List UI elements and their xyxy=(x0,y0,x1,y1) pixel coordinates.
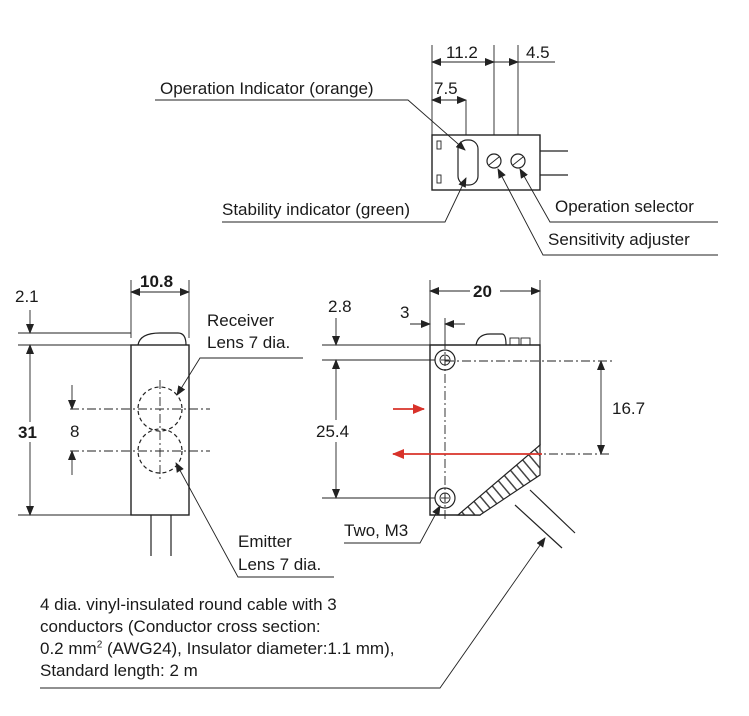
dim-4-5: 4.5 xyxy=(526,43,550,62)
cable-note-leader xyxy=(40,537,546,689)
cable-note-line3: 0.2 mm2 (AWG24), Insulator diameter:1.1 … xyxy=(40,638,510,660)
emitter-lens xyxy=(137,428,183,474)
mount-holes-label: Two, M3 xyxy=(344,521,408,540)
dim-10-8: 10.8 xyxy=(140,272,173,291)
cable-note-line3-post: (AWG24), Insulator diameter:1.1 mm), xyxy=(102,639,395,658)
stability-indicator-label: Stability indicator (green) xyxy=(222,200,410,219)
cable-note-line4: Standard length: 2 m xyxy=(40,661,198,680)
receiver-label-line1: Receiver xyxy=(207,311,274,330)
dim-2-1: 2.1 xyxy=(15,287,39,306)
operation-indicator-label: Operation Indicator (orange) xyxy=(160,79,374,98)
dim-25-4: 25.4 xyxy=(316,422,349,441)
emitter-label-line1: Emitter xyxy=(238,532,292,551)
cable-boot xyxy=(456,443,541,516)
dim-20: 20 xyxy=(473,282,492,301)
cable-note-line3-sup: 2 xyxy=(96,639,103,651)
sensor-side-body xyxy=(130,344,190,516)
dim-7-5: 7.5 xyxy=(434,79,458,98)
receiver-label-line2: Lens 7 dia. xyxy=(207,333,290,352)
dim-2-8: 2.8 xyxy=(328,297,352,316)
dim-31: 31 xyxy=(18,423,37,442)
cable-note: 4 dia. vinyl-insulated round cable with … xyxy=(40,594,510,682)
cable-note-line1: 4 dia. vinyl-insulated round cable with … xyxy=(40,595,337,614)
front-view: 20 2.8 25.4 3 xyxy=(314,280,645,549)
cable-note-line2: conductors (Conductor cross section: xyxy=(40,617,321,636)
dim-8: 8 xyxy=(70,422,79,441)
side-view: 10.8 2.1 31 8 Receiver Lens 7 dia. xyxy=(12,272,334,578)
sensitivity-adjuster-screw xyxy=(486,153,502,169)
top-view: 11.2 4.5 7.5 Operation Indicator (orange… xyxy=(155,43,718,256)
emitter-label-line2: Lens 7 dia. xyxy=(238,555,321,574)
operation-selector-screw xyxy=(510,153,526,169)
sensor-front-body xyxy=(429,344,541,516)
dim-3: 3 xyxy=(400,303,409,322)
sensor-top-body xyxy=(431,134,541,191)
receiver-lens xyxy=(137,386,183,432)
operation-selector-label: Operation selector xyxy=(555,197,694,216)
cable-note-line3-pre: 0.2 mm xyxy=(40,639,97,658)
indicator-window xyxy=(457,139,479,186)
dim-16-7: 16.7 xyxy=(612,399,645,418)
sensitivity-adjuster-label: Sensitivity adjuster xyxy=(548,230,690,249)
dim-11-2: 11.2 xyxy=(446,43,478,62)
